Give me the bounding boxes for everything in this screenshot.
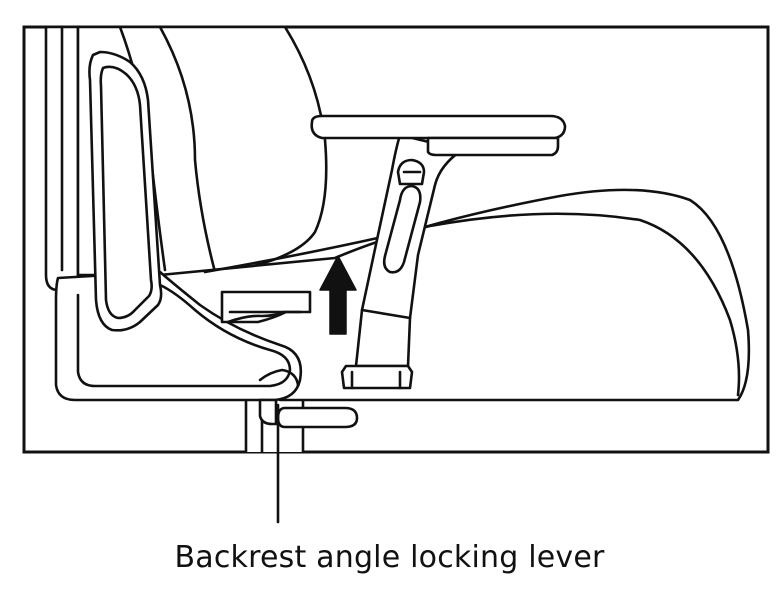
callout-label: Backrest angle locking lever bbox=[174, 540, 605, 575]
side-armrest-panel bbox=[88, 50, 163, 332]
backrest-frame bbox=[44, 27, 80, 292]
tilt-tension-lever bbox=[276, 406, 359, 429]
locking-lever bbox=[220, 290, 312, 324]
armrest-pad bbox=[310, 114, 567, 157]
up-arrow-icon bbox=[319, 255, 357, 335]
armrest-bracket bbox=[340, 364, 414, 390]
seat-pan bbox=[158, 188, 751, 402]
mechanism-knob bbox=[258, 398, 278, 426]
